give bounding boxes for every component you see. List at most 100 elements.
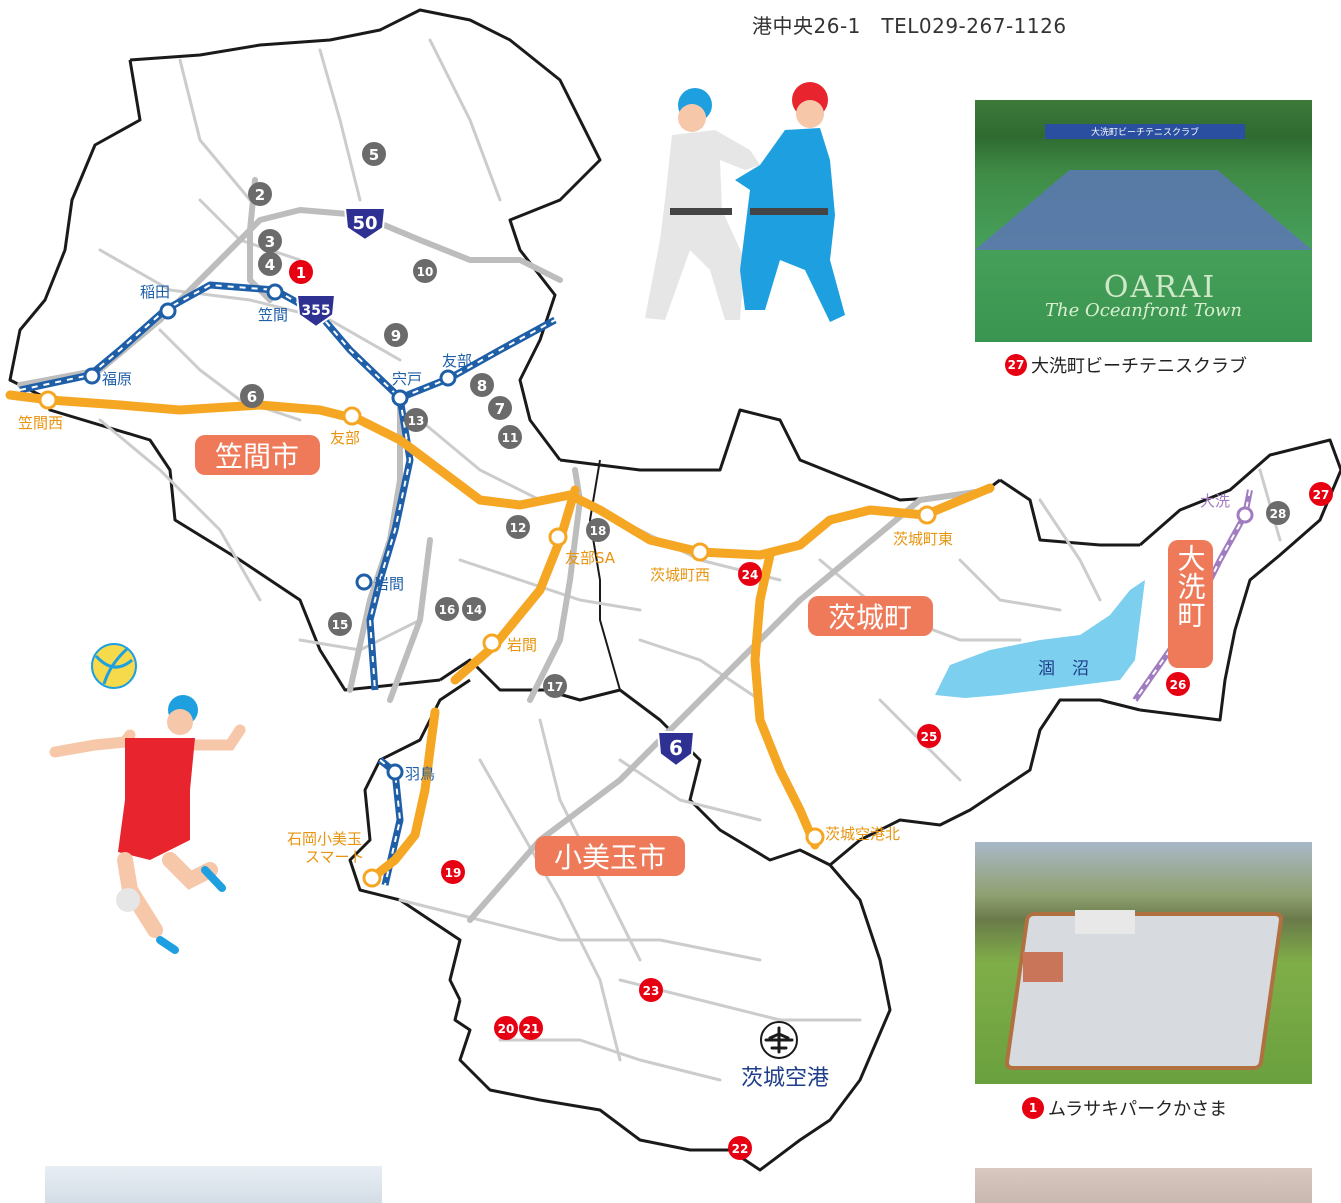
poi-25[interactable]: 25: [917, 724, 941, 748]
poi-14[interactable]: 14: [462, 597, 486, 621]
poi-17[interactable]: 17: [543, 674, 567, 698]
svg-text:22: 22: [732, 1142, 749, 1156]
poi-2[interactable]: 2: [248, 182, 272, 206]
poi-21[interactable]: 21: [519, 1016, 543, 1040]
caption-text: ムラサキパークかさま: [1048, 1099, 1228, 1120]
ic-tomobe[interactable]: 友部: [330, 406, 362, 447]
ic-label: 笠間西: [18, 414, 63, 432]
poi-16[interactable]: 16: [435, 597, 459, 621]
svg-text:16: 16: [439, 603, 456, 617]
ic-ibaraki-higashi[interactable]: 茨城町東: [893, 505, 953, 548]
poi-7[interactable]: 7: [488, 396, 512, 420]
city-label-omitama: 小美玉市: [554, 841, 666, 874]
svg-text:12: 12: [510, 521, 527, 535]
svg-text:17: 17: [547, 680, 564, 694]
airport-label: 茨城空港: [741, 1066, 829, 1091]
poi-26[interactable]: 26: [1166, 672, 1190, 696]
poi-badge: 1: [1022, 1097, 1044, 1119]
svg-text:355: 355: [301, 303, 330, 319]
station-oarai[interactable]: 大洗: [1200, 492, 1254, 524]
poi-23[interactable]: 23: [639, 978, 663, 1002]
svg-text:50: 50: [352, 213, 377, 234]
svg-text:11: 11: [502, 431, 519, 445]
station-kasama[interactable]: 笠間: [258, 283, 288, 324]
poi-11[interactable]: 11: [498, 425, 522, 449]
ic-tomobe-sa[interactable]: 友部SA: [548, 527, 616, 567]
station-inada[interactable]: 稲田: [140, 283, 177, 320]
poi-28[interactable]: 28: [1266, 501, 1290, 525]
poi-24[interactable]: 24: [738, 562, 762, 586]
station-hatori[interactable]: 羽鳥: [386, 763, 435, 783]
poi-27[interactable]: 27: [1309, 482, 1333, 506]
airport[interactable]: 茨城空港: [741, 1021, 829, 1091]
oarai-logo: OARAI: [1103, 270, 1217, 305]
volleyball-illustration: [49, 643, 246, 954]
station-label: 福原: [102, 370, 132, 388]
poi-18[interactable]: 18: [586, 518, 610, 542]
route-shield-6: 6: [656, 731, 696, 768]
city-labels: 笠間市 茨城町 小美玉市 大洗町: [195, 435, 1213, 876]
ic-label: 茨城町東: [893, 530, 953, 548]
caption-text: 大洗町ビーチテニスクラブ: [1031, 356, 1247, 377]
svg-text:20: 20: [498, 1022, 515, 1036]
city-label-kasama: 笠間市: [215, 440, 299, 473]
poi-3[interactable]: 3: [258, 229, 282, 253]
poi-9[interactable]: 9: [384, 323, 408, 347]
svg-text:4: 4: [265, 256, 275, 274]
poi-6[interactable]: 6: [240, 384, 264, 408]
skatepark-roof: [1023, 952, 1063, 982]
svg-text:5: 5: [369, 146, 379, 164]
station-shishido[interactable]: 宍戸: [391, 370, 422, 407]
station-iwama[interactable]: 岩間: [355, 573, 404, 593]
svg-text:28: 28: [1270, 507, 1287, 521]
ic-label: 岩間: [507, 636, 537, 654]
poi-15[interactable]: 15: [328, 612, 352, 636]
ic-label: スマート: [305, 848, 365, 866]
svg-text:19: 19: [445, 866, 462, 880]
poi-4[interactable]: 4: [258, 252, 282, 276]
route-shield-355: 355: [295, 294, 337, 329]
poi-1[interactable]: 1: [289, 260, 313, 284]
svg-text:6: 6: [669, 736, 683, 760]
station-tomobe[interactable]: 友部: [439, 352, 472, 387]
city-label-oarai: 大洗町: [1174, 544, 1207, 628]
svg-text:6: 6: [247, 388, 257, 406]
expressways: [5, 390, 995, 883]
poi-5[interactable]: 5: [362, 142, 386, 166]
interchanges: 笠間西 友部 友部SA 茨城町西 茨城町東 岩間 石岡小美玉 スマート: [18, 390, 953, 888]
tennis-club-photo: 大洗町ビーチテニスクラブ OARAI The Oceanfront Town: [975, 100, 1312, 342]
lake-hinuma: [935, 580, 1145, 698]
poi-22[interactable]: 22: [728, 1136, 752, 1160]
svg-text:9: 9: [391, 327, 401, 345]
station-label: 大洗: [1200, 492, 1230, 510]
ic-iwama[interactable]: 岩間: [482, 633, 537, 654]
ic-ishioka-omitama[interactable]: 石岡小美玉 スマート: [287, 830, 382, 888]
ic-ibaraki-airport-kita[interactable]: 茨城空港北: [805, 825, 900, 847]
poi-13[interactable]: 13: [404, 408, 428, 432]
skatepark-area: [1003, 912, 1285, 1070]
svg-text:21: 21: [523, 1022, 540, 1036]
poi-19[interactable]: 19: [441, 860, 465, 884]
station-label: 宍戸: [392, 370, 422, 388]
oarai-tagline: The Oceanfront Town: [1045, 300, 1242, 321]
skatepark-building: [1075, 910, 1135, 934]
svg-text:27: 27: [1313, 488, 1330, 502]
station-fukuhara[interactable]: 福原: [83, 367, 132, 388]
tennis-club-caption: 27 大洗町ビーチテニスクラブ: [1005, 352, 1247, 378]
station-label: 笠間: [258, 306, 288, 324]
poi-20[interactable]: 20: [494, 1016, 518, 1040]
svg-text:13: 13: [408, 414, 425, 428]
svg-text:10: 10: [417, 265, 434, 279]
poi-markers: 2 3 4 5 6 7 8 9 10 11 12 13 14 15 16 17 …: [240, 142, 1333, 1160]
municipal-boundaries: [8, 8, 1341, 1172]
ic-kasama-nishi[interactable]: 笠間西: [18, 390, 63, 432]
svg-text:1: 1: [296, 264, 306, 282]
skatepark-caption: 1 ムラサキパークかさま: [1022, 1095, 1227, 1121]
poi-8[interactable]: 8: [470, 373, 494, 397]
ic-ibaraki-nishi[interactable]: 茨城町西: [650, 542, 710, 584]
poi-10[interactable]: 10: [413, 259, 437, 283]
ic-label: 石岡小美玉: [287, 830, 362, 848]
station-label: 稲田: [140, 283, 170, 301]
poi-12[interactable]: 12: [506, 515, 530, 539]
